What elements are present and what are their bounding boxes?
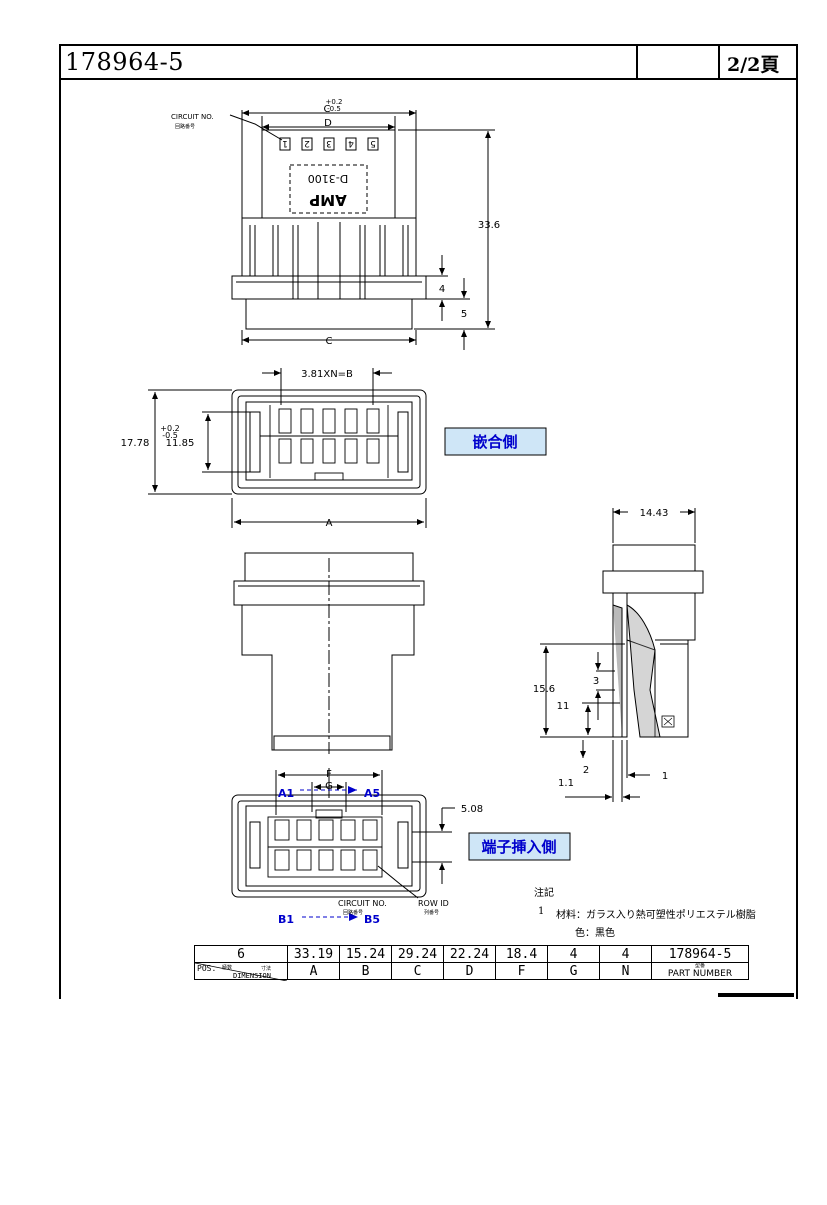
tolerance-plus: +0.2: [326, 98, 343, 106]
dimension-1: 1: [662, 771, 668, 782]
table-cell: D: [443, 962, 496, 980]
drawing-frame: [59, 44, 798, 999]
dimension-5: 5: [461, 309, 467, 320]
dimension-5-08: 5.08: [461, 804, 483, 815]
part-number-sublabel: 型番: [694, 963, 705, 969]
page-number: 2/2頁: [727, 54, 780, 76]
insertion-side-view: [231, 794, 427, 898]
table-cell: G: [547, 962, 600, 980]
table-cell: 178964-5: [651, 945, 749, 963]
note-number: 1: [538, 906, 545, 917]
part-number-header: 型番 PART NUMBER: [651, 962, 749, 980]
row-id-sublabel: 列番号: [424, 909, 439, 916]
dimension-11-85: 11.85: [166, 438, 195, 449]
insertion-side-label: 端子挿入側: [481, 838, 556, 856]
circuit-no-label: CIRCUIT NO.: [338, 899, 387, 908]
title-divider: [718, 44, 720, 78]
dimension-c: C: [324, 104, 331, 115]
note-material: 材料：ガラス入り熱可塑性ポリエステル樹脂: [556, 910, 756, 921]
dimension-c-bottom: C: [326, 336, 333, 347]
insertion-view-dimensions: [275, 768, 455, 921]
dimension-14-43: 14.43: [640, 508, 669, 519]
dimension-d: D: [324, 118, 332, 129]
table-cell: 18.4: [495, 945, 548, 963]
tolerance-minus: -0.5: [162, 431, 178, 440]
pin-b1-label: B1: [278, 913, 294, 926]
dimension-g: G: [325, 781, 333, 792]
dimension-f: F: [326, 769, 332, 780]
table-cell: 29.24: [391, 945, 444, 963]
mating-side-label: 嵌合側: [472, 433, 517, 451]
circuit-no-sublabel: 回路番号: [175, 123, 195, 130]
table-cell: 4: [547, 945, 600, 963]
circuit-no-sublabel: 回路番号: [343, 909, 363, 916]
table-row: POS. 極数 寸法 DIMENSION A B C D F G N 型番 PA…: [194, 962, 749, 981]
pin-b5-label: B5: [364, 913, 380, 926]
pin-a5-label: A5: [364, 787, 380, 800]
housing-mark: D-3100: [308, 172, 348, 185]
notes-heading: 注記: [534, 888, 554, 899]
circuit-number: 1: [282, 138, 288, 148]
circuit-number: 4: [348, 138, 354, 148]
dimension-15-6: 15.6: [533, 684, 555, 695]
pos-label: POS.: [197, 964, 217, 973]
dimension-sublabel: 寸法: [261, 966, 272, 972]
bottom-view: [233, 552, 425, 754]
table-cell: 4: [599, 945, 652, 963]
table-cell: C: [391, 962, 444, 980]
circuit-number: 2: [304, 138, 310, 148]
insertion-side-badge: [468, 832, 571, 861]
circuit-number: 3: [326, 138, 332, 148]
circuit-no-label: CIRCUIT NO.: [171, 113, 214, 121]
title-block: 178964-5 2/2頁: [59, 44, 796, 80]
dimension-label: DIMENSION: [233, 972, 271, 980]
top-view-dimensions: [229, 110, 495, 350]
note-color: 色：黒色: [575, 928, 615, 939]
table-cell: B: [339, 962, 392, 980]
table-cell: 22.24: [443, 945, 496, 963]
dimension-a: A: [326, 518, 333, 529]
dimension-17-78: 17.78: [121, 438, 150, 449]
dimension-pitch: 3.81XN=B: [301, 369, 353, 380]
pin-a1-label: A1: [278, 787, 294, 800]
dimension-height: 33.6: [478, 220, 500, 231]
table-cell: 33.19: [287, 945, 340, 963]
table-cell: 6: [194, 945, 288, 963]
drawing-title: 178964-5: [65, 48, 184, 76]
table-cell: 15.24: [339, 945, 392, 963]
row-id-label: ROW ID: [418, 899, 449, 908]
pos-dimension-header: POS. 極数 寸法 DIMENSION: [194, 962, 288, 981]
dimension-2: 2: [583, 765, 589, 776]
mating-view-dimensions: [148, 368, 427, 528]
dimension-4: 4: [439, 284, 445, 295]
mating-side-badge: [444, 427, 547, 456]
tolerance-plus: +0.2: [160, 424, 179, 433]
dimension-3: 3: [593, 676, 599, 687]
dimension-11: 11: [557, 701, 570, 712]
mating-side-view: [231, 389, 427, 495]
table-cell: A: [287, 962, 340, 980]
table-row: 6 33.19 15.24 29.24 22.24 18.4 4 4 17896…: [194, 945, 749, 963]
brand-logo: AMP: [309, 191, 347, 209]
pos-sublabel: 極数: [222, 965, 233, 971]
dimension-1-1: 1.1: [558, 778, 574, 789]
section-view: [602, 544, 704, 738]
frame-corner-mark: [718, 993, 794, 997]
header-diagonal: [195, 963, 287, 981]
part-number-label: PART NUMBER: [667, 969, 733, 979]
circuit-number: 5: [370, 138, 376, 148]
top-view: [231, 110, 427, 330]
tolerance-minus: -0.5: [327, 105, 341, 113]
table-cell: F: [495, 962, 548, 980]
dimension-table: 6 33.19 15.24 29.24 22.24 18.4 4 4 17896…: [194, 945, 749, 981]
section-view-dimensions: [540, 508, 696, 802]
title-divider: [636, 44, 638, 78]
table-cell: N: [599, 962, 652, 980]
